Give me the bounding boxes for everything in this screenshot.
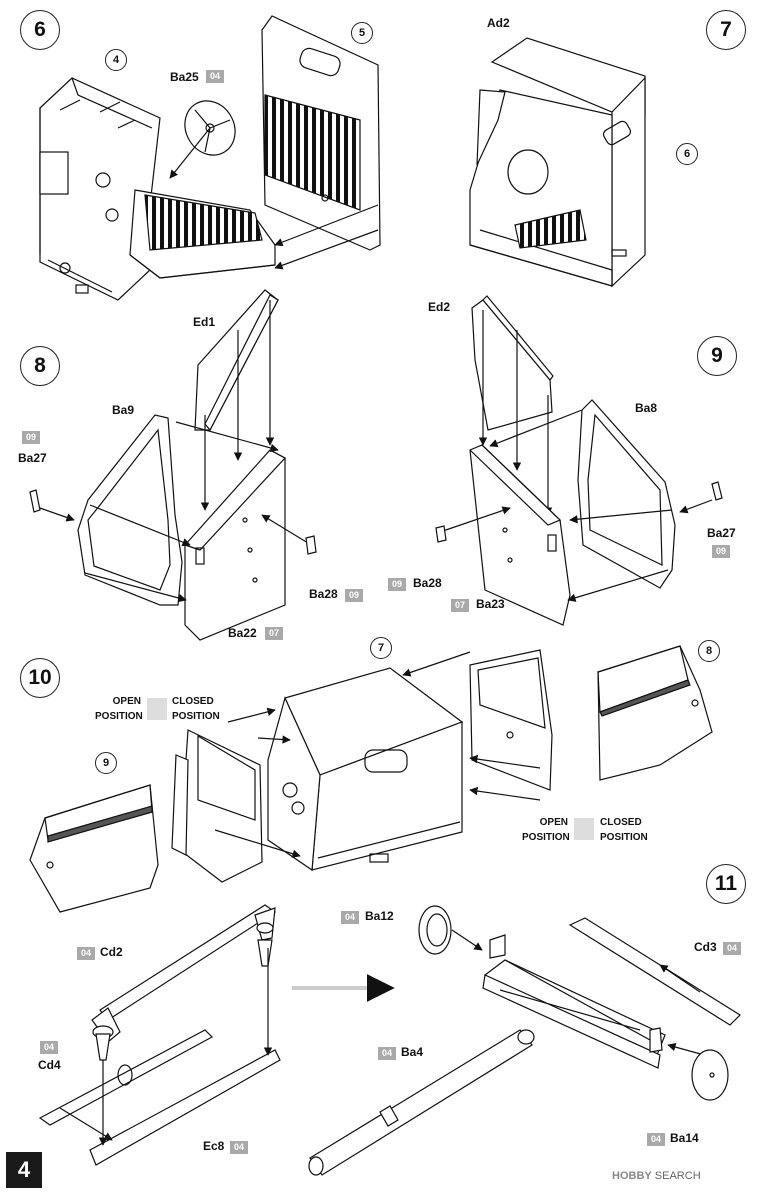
step6-seat: [129, 189, 276, 279]
closed-position-label-right: CLOSED POSITION: [600, 815, 648, 845]
position-word: POSITION: [172, 711, 220, 722]
label-ba4: Ba4: [401, 1045, 424, 1059]
tag-ba12: 04: [341, 911, 360, 924]
label-cd2: Cd2: [100, 945, 123, 959]
step9-frame-ba8: [435, 399, 723, 602]
tag-ba25: 04: [206, 70, 225, 83]
callout-6: 6: [676, 143, 698, 165]
tag-ba28-left: 09: [345, 589, 364, 602]
step-8-number: 8: [20, 346, 60, 386]
step-11-number: 11: [706, 864, 746, 904]
label-ba27-left: Ba27: [18, 451, 47, 465]
step-9-number: 9: [697, 336, 737, 376]
step11-frame-cd4-ec8: [38, 948, 281, 1166]
callout-9: 9: [95, 752, 117, 774]
tag-ba28-right: 09: [388, 578, 407, 591]
label-ed2: Ed2: [428, 300, 451, 314]
callout-7: 7: [370, 637, 392, 659]
label-cd4: Cd4: [38, 1058, 61, 1072]
step11-rod-ba4: [308, 1029, 535, 1176]
label-ba8: Ba8: [635, 401, 658, 415]
tag-ba22: 07: [265, 627, 284, 640]
tag-ba23: 07: [451, 599, 470, 612]
label-ad2: Ad2: [487, 16, 510, 30]
label-cd3: Cd3: [694, 940, 717, 954]
step6-back-panel: [261, 15, 381, 251]
label-ba9: Ba9: [112, 403, 135, 417]
position-toggle-icon: [574, 818, 594, 840]
tag-ba4: 04: [378, 1047, 397, 1060]
open-word: OPEN: [112, 696, 141, 707]
callout-4: 4: [105, 49, 127, 71]
label-ba27-right: Ba27: [707, 526, 736, 540]
watermark-brand: HOBBY: [612, 1170, 652, 1182]
label-ba22: Ba22: [228, 626, 257, 640]
step10-left-door-open: [171, 729, 263, 883]
step11-assembly-right: [482, 917, 741, 1069]
open-position-label-left: OPEN POSITION: [95, 694, 143, 724]
step10-callout9-door: [29, 784, 159, 913]
label-ec8: Ec8: [203, 1139, 225, 1153]
step-6-number: 6: [20, 10, 60, 50]
step8-door-ba22: [39, 421, 309, 641]
position-word: POSITION: [95, 711, 143, 722]
label-ed1: Ed1: [193, 315, 216, 329]
position-word: POSITION: [522, 832, 570, 843]
watermark: HOBBY SEARCH: [612, 1170, 701, 1182]
open-word: OPEN: [539, 817, 568, 828]
label-ba28-left: Ba28: [309, 587, 338, 601]
closed-word: CLOSED: [172, 696, 214, 707]
label-ba14: Ba14: [670, 1131, 699, 1145]
position-toggle-icon: [147, 698, 167, 720]
label-ba23: Ba23: [476, 597, 505, 611]
tag-cd2: 04: [77, 947, 96, 960]
tag-ba14: 04: [647, 1133, 666, 1146]
callout-8: 8: [698, 640, 720, 662]
tag-ba27-left: 09: [22, 431, 41, 444]
label-ba25: Ba25: [170, 70, 199, 84]
tag-ec8: 04: [230, 1141, 249, 1154]
step10-right-door: [469, 649, 553, 791]
closed-position-label-left: CLOSED POSITION: [172, 694, 220, 724]
step11-bar-cd2: [91, 904, 277, 1061]
step8-frame-ba9: [77, 414, 183, 606]
step8-small-parts: [29, 489, 317, 555]
step11-wheel-ba12: [418, 905, 483, 955]
step-7-number: 7: [706, 10, 746, 50]
watermark-text: SEARCH: [654, 1170, 701, 1182]
step7-cab-assembled: [469, 37, 646, 288]
step6-steering-wheel: [169, 100, 236, 179]
callout-5: 5: [351, 22, 373, 44]
closed-word: CLOSED: [600, 817, 642, 828]
step6-cab-front: [39, 77, 161, 301]
page-number: 4: [6, 1152, 42, 1188]
step9-glass: [471, 295, 554, 516]
open-position-label-right: OPEN POSITION: [522, 815, 570, 845]
step8-glass: [194, 289, 279, 511]
step10-cab: [267, 667, 464, 872]
step10-callout8-door: [597, 645, 713, 781]
tag-cd3: 04: [723, 942, 742, 955]
step11-disc-ba14: [691, 1049, 729, 1101]
step-10-number: 10: [20, 658, 60, 698]
position-word: POSITION: [600, 832, 648, 843]
tag-ba27-right: 09: [712, 545, 731, 558]
label-ba12: Ba12: [365, 909, 394, 923]
tag-cd4: 04: [40, 1041, 59, 1054]
label-ba28-right: Ba28: [413, 576, 442, 590]
